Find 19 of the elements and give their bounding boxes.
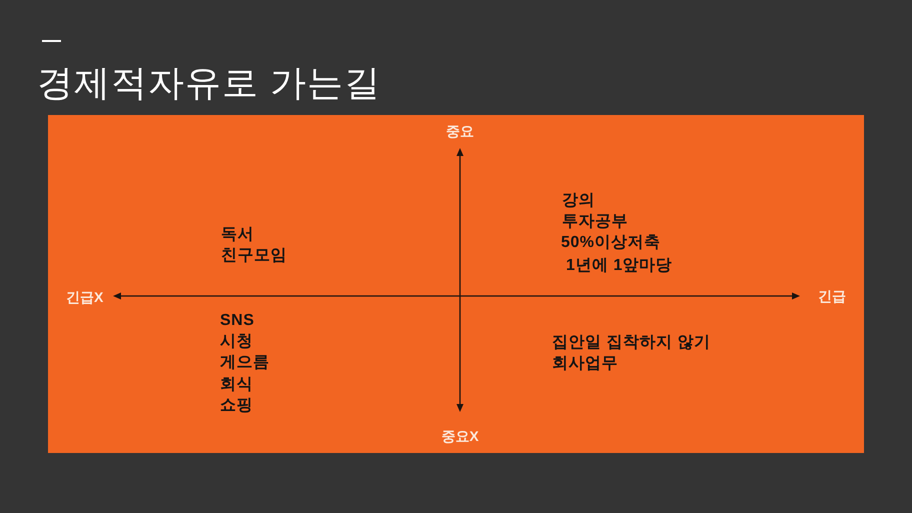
axis-label: 중요X	[441, 427, 479, 445]
quadrant-text: 50%이상저축	[561, 233, 661, 253]
quadrant-text: 집안일 집착하지 않기	[552, 333, 710, 353]
quadrant-text: SNS	[220, 311, 254, 331]
quadrant-text: 강의	[562, 191, 595, 211]
axis-label: 긴급X	[66, 288, 104, 306]
quadrant-text: 투자공부	[562, 212, 628, 232]
quadrant-text: 시청	[220, 332, 253, 352]
title: 경제적자유로 가는길	[37, 61, 382, 105]
quadrant-panel	[48, 115, 864, 453]
quadrant-text: 1년에 1앞마당	[566, 256, 672, 276]
quadrant-text: 게으름	[220, 353, 270, 373]
quadrant-text: 회식	[220, 375, 253, 395]
quadrant-text: 회사업무	[552, 354, 618, 374]
quadrant-text: 친구모임	[221, 246, 287, 266]
quadrant-text: 쇼핑	[220, 396, 253, 416]
quadrant-text: 독서	[221, 225, 254, 245]
axis-label: 긴급	[818, 287, 846, 305]
axis-label: 중요	[446, 122, 474, 140]
